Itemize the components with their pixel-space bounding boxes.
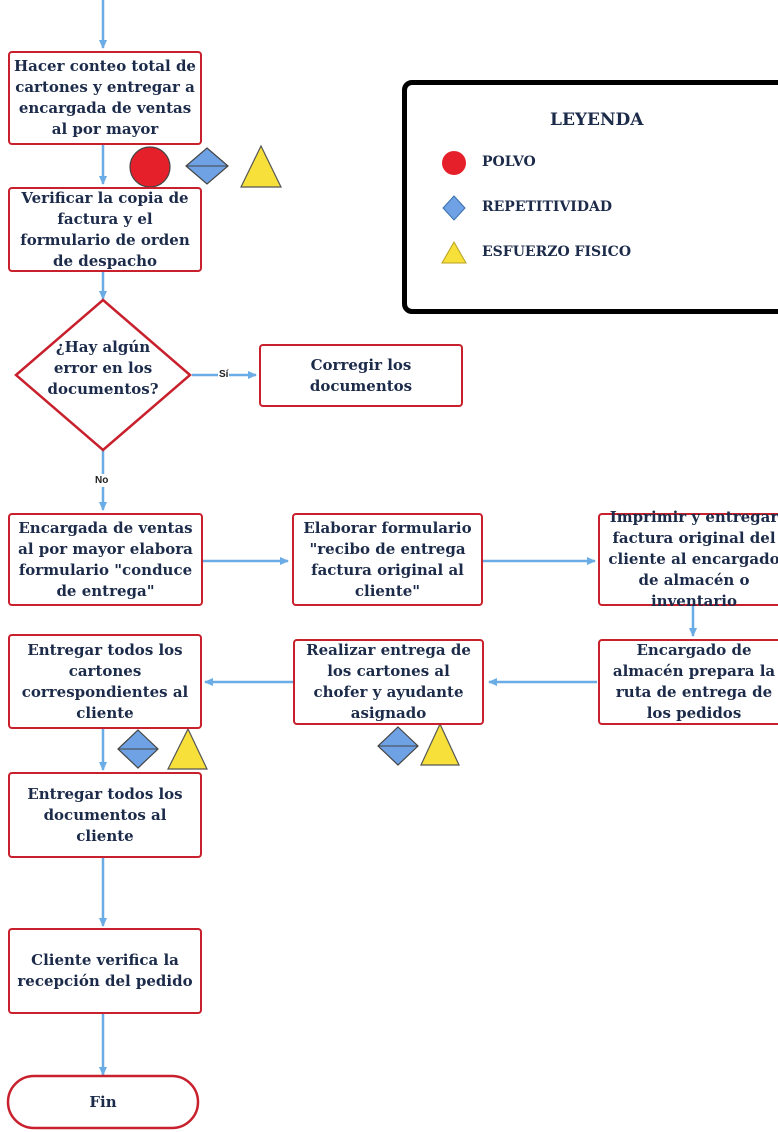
decision-diamond xyxy=(14,298,192,452)
legend-title: LEYENDA xyxy=(550,110,644,130)
node-decision-text: ¿Hay algún error en los documentos? xyxy=(47,338,159,398)
node-corregir: Corregir los documentos xyxy=(259,344,463,407)
edge-label-no: No xyxy=(95,474,109,487)
node-realizar: Realizar entrega de los cartones al chof… xyxy=(293,639,484,725)
node-verificar: Verificar la copia de factura y el formu… xyxy=(8,187,202,272)
red-circle-icon xyxy=(442,151,466,175)
node-fin-text: Fin xyxy=(89,1093,117,1111)
fin-terminal xyxy=(6,1074,200,1130)
node-imprimir: Imprimir y entregar factura original del… xyxy=(598,508,778,610)
node-cliente-verifica: Cliente verifica la recepción del pedido xyxy=(8,928,202,1014)
node-recibo: Elaborar formulario "recibo de entrega f… xyxy=(292,513,483,606)
node-entregar-docs: Entregar todos los documentos al cliente xyxy=(8,772,202,858)
blue-diamond-icon xyxy=(442,195,466,221)
yellow-triangle-icon xyxy=(441,240,467,264)
edge-label-yes: Sí xyxy=(218,369,230,380)
legend-item-repetitividad: REPETITIVIDAD xyxy=(482,199,612,215)
red-circle-icon xyxy=(129,146,171,188)
node-entregar-cartones: Entregar todos los cartones correspondie… xyxy=(8,634,202,729)
yellow-triangle-icon xyxy=(167,727,208,770)
yellow-triangle-icon xyxy=(240,144,282,188)
node-conteo: Hacer conteo total de cartones y entrega… xyxy=(8,51,202,145)
legend-box xyxy=(402,80,778,314)
legend-item-polvo: POLVO xyxy=(482,154,536,170)
node-conduce: Encargada de ventas al por mayor elabora… xyxy=(8,513,203,606)
legend-icons xyxy=(441,151,467,264)
yellow-triangle-icon xyxy=(420,722,460,766)
legend-item-esfuerzo: ESFUERZO FISICO xyxy=(482,244,632,260)
node-ruta: Encargado de almacén prepara la ruta de … xyxy=(598,639,778,725)
